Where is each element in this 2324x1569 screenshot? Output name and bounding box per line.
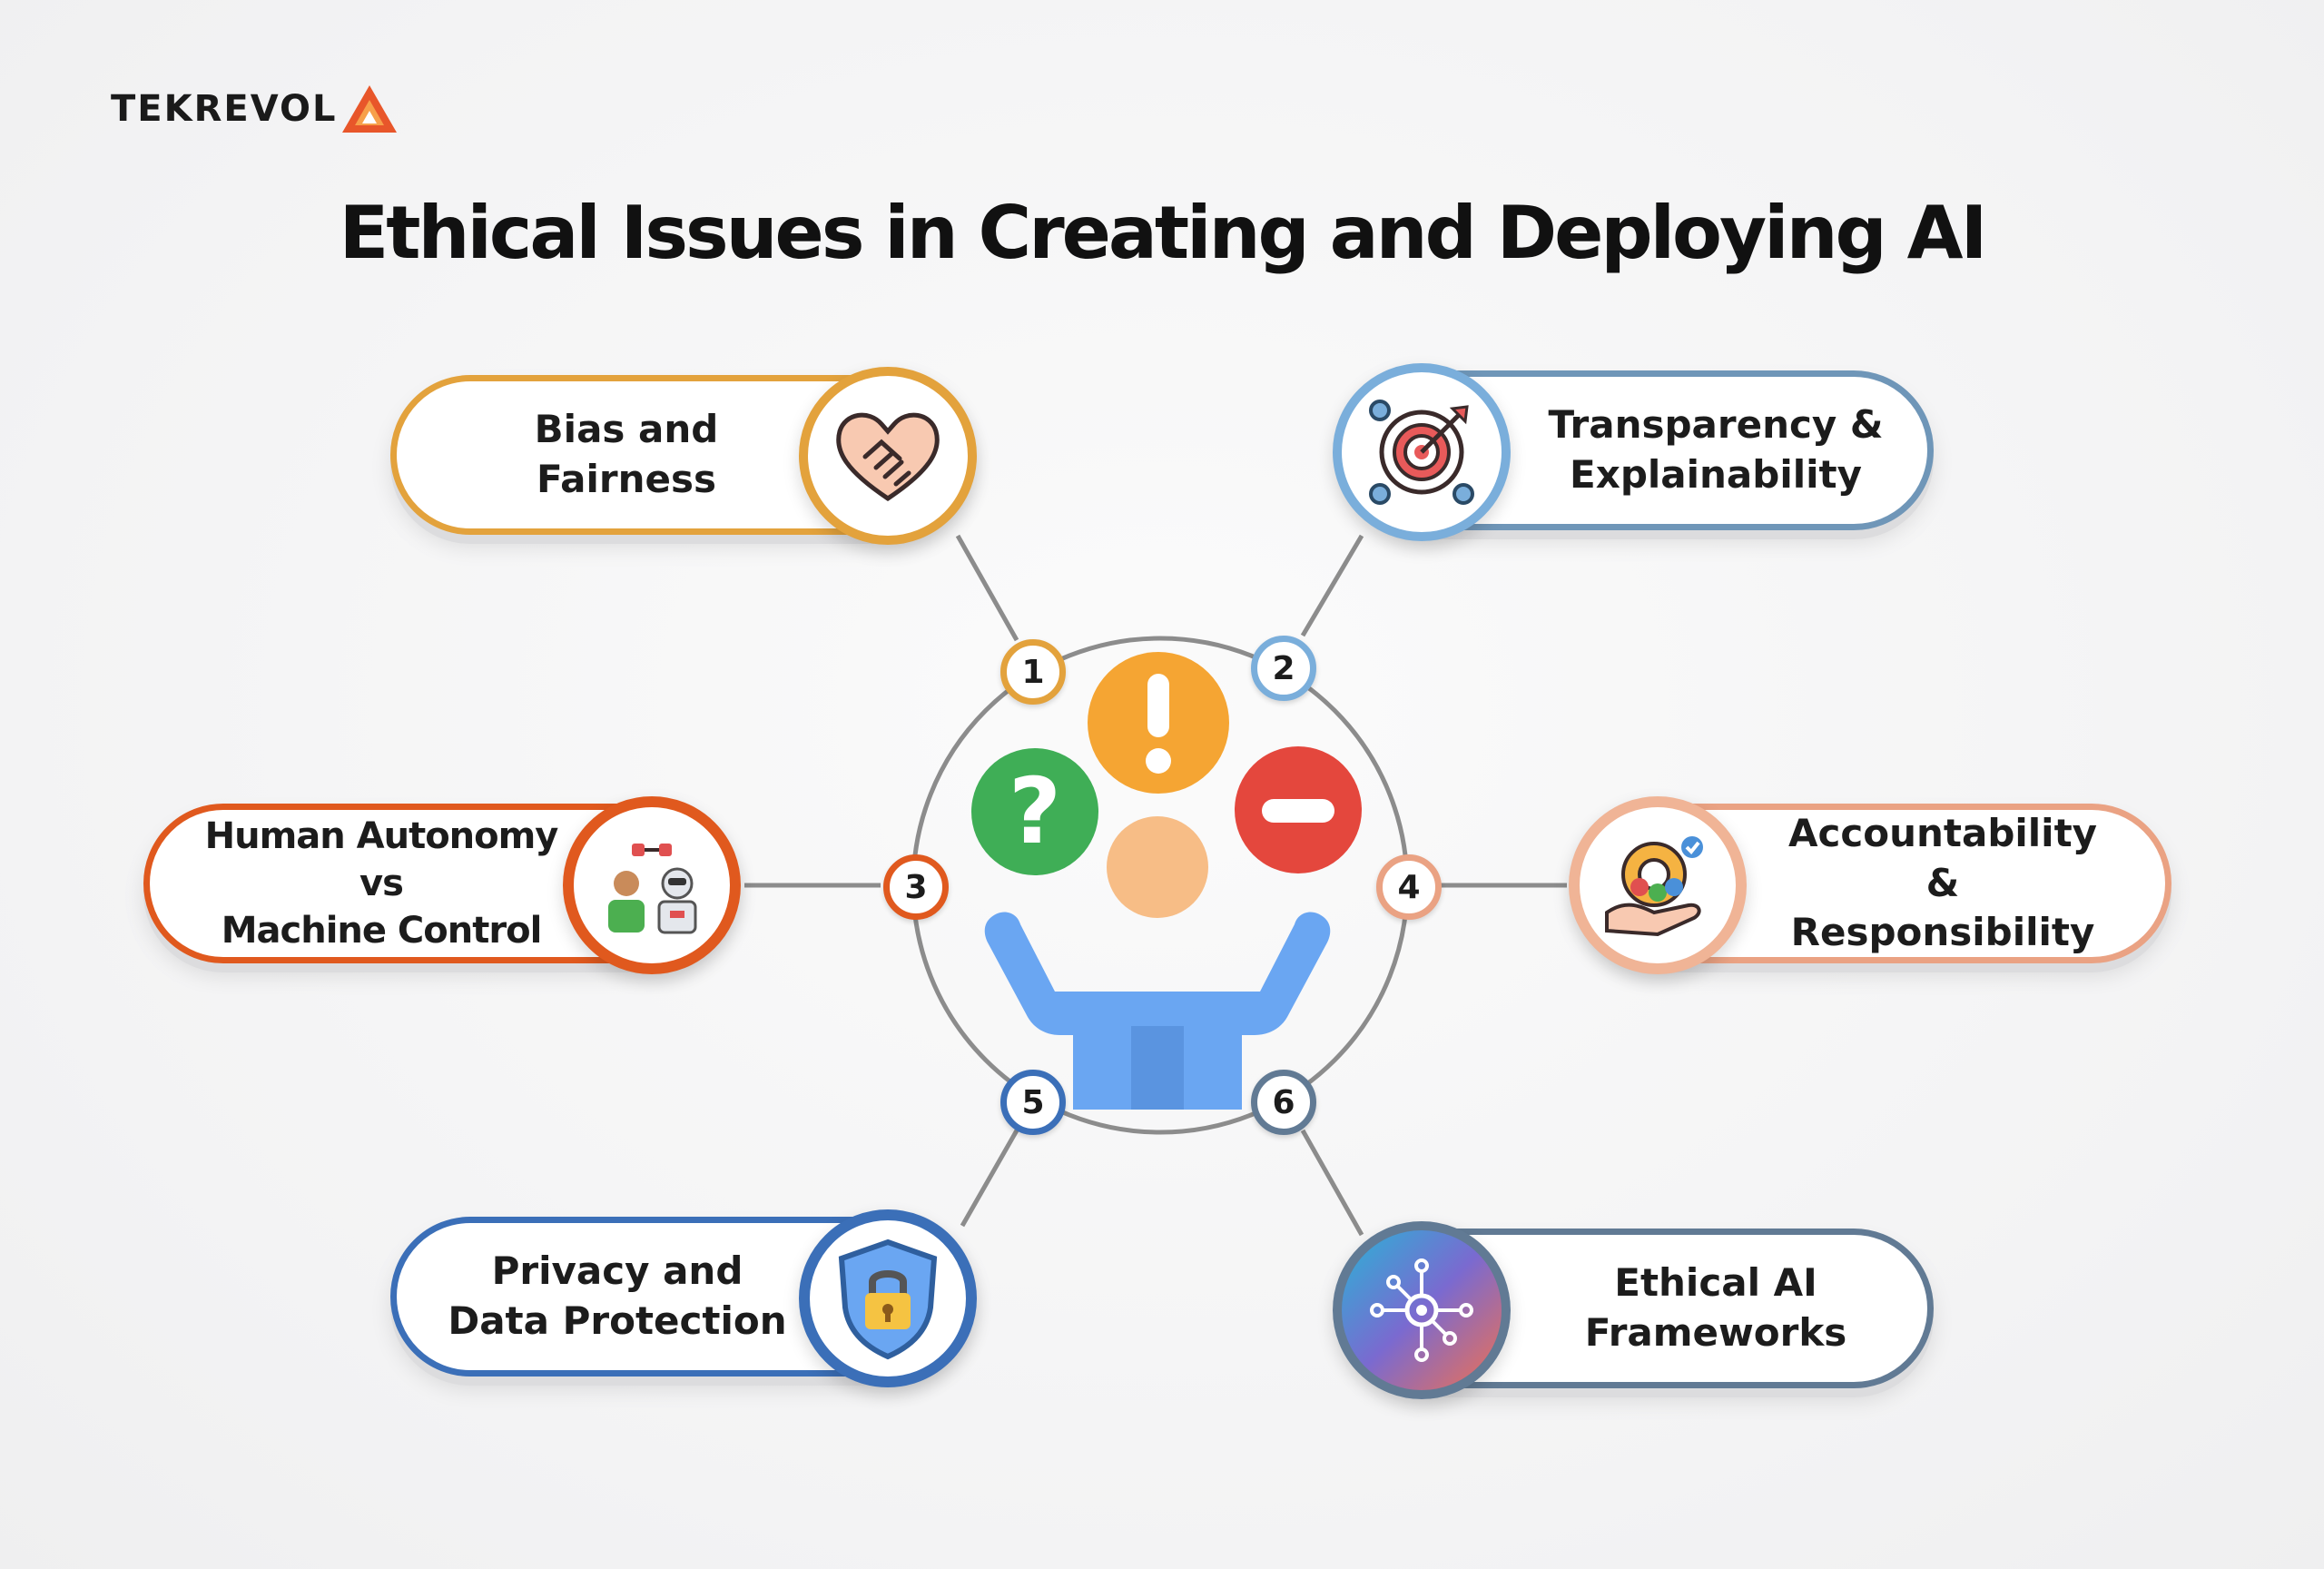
connector-6 [1300,1129,1364,1237]
item-4-number: 4 [1376,854,1442,920]
person-head [1107,816,1208,918]
item-3-number: 3 [883,854,949,920]
page-title: Ethical Issues in Creating and Deploying… [339,191,1988,275]
gear-hand-icon [1569,796,1747,974]
human-robot-icon [563,796,741,974]
person-question-icon: ? [971,652,1362,1110]
item-1-label: Bias and Fairness [534,407,719,501]
svg-text:?: ? [1009,758,1061,864]
shield-lock-icon [799,1209,977,1387]
person-body [984,912,1331,1110]
brand-logo: TEKREVOL [111,84,399,134]
item-6-label: Ethical AI Frameworks [1584,1260,1847,1355]
network-icon [1333,1221,1511,1399]
question-icon [971,748,1098,875]
connector-1 [955,534,1019,642]
item-2-label: Transparency & Explainability [1548,402,1884,497]
item-4-label: Accountability & Responsibility [1787,811,2098,955]
connector-5 [960,1129,1019,1228]
item-2-number: 2 [1251,636,1316,701]
item-6-number: 6 [1251,1070,1316,1135]
connector-2 [1300,534,1364,637]
handshake-icon [799,367,977,545]
target-icon [1333,363,1511,541]
item-5-number: 5 [1000,1070,1066,1135]
item-5-label: Privacy and Data Protection [448,1248,787,1343]
item-1-number: 1 [1000,639,1066,705]
brand-triangle-icon [342,85,398,133]
brand-name: TEKREVOL [111,88,338,130]
item-3-label: Human Autonomy vs Machine Control [204,815,559,952]
